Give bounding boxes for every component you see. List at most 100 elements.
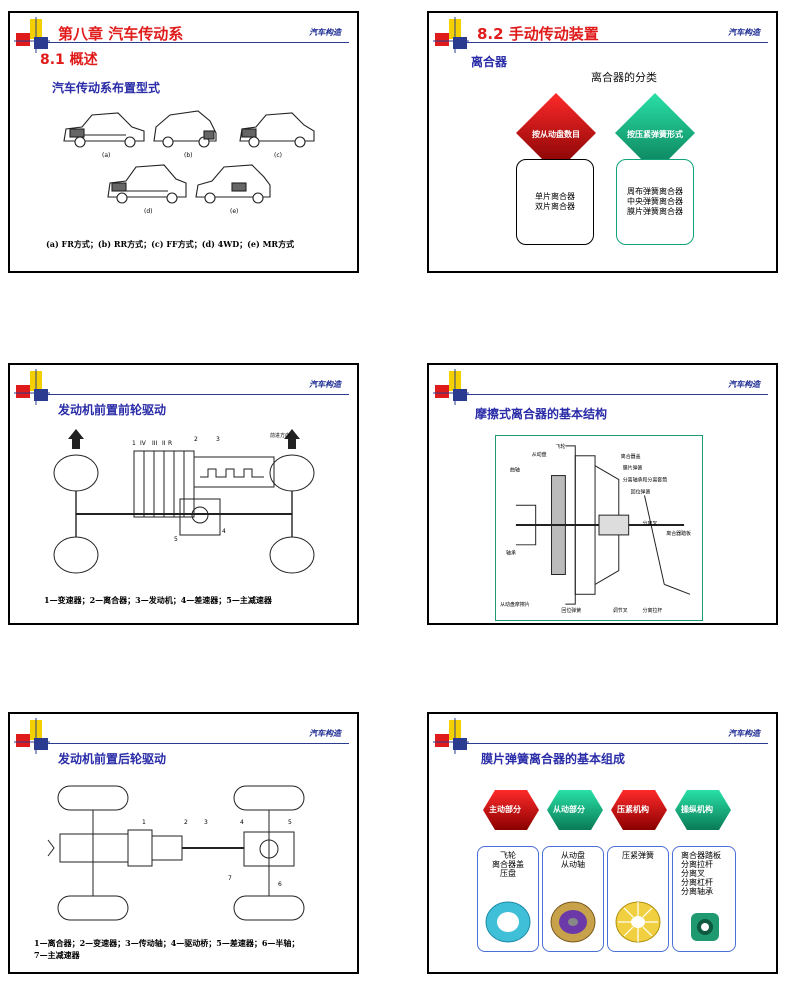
- diagram-label: 回位弹簧: [561, 607, 581, 614]
- right-item-2: 中央弹簧离合器: [627, 197, 683, 206]
- diagram-label: 前进方向: [270, 432, 290, 439]
- left-diamond: 按从动盘数目: [516, 93, 596, 173]
- diagram-label: IV: [140, 440, 147, 447]
- brand-label: 汽车构造: [728, 27, 760, 37]
- component-flow: [483, 790, 731, 830]
- header-line: [453, 42, 768, 43]
- slide-heading: 离合器: [471, 55, 508, 69]
- slide-5: 汽车构造 发动机前置后轮驱动 1 2 3 4 5 6 7 1—离合器；2—变速器…: [8, 712, 359, 974]
- slide-heading: 发动机前置前轮驱动: [58, 403, 167, 417]
- diagram-label: 分离拉杆: [643, 607, 663, 614]
- diagram-label: 从动盘摩擦片: [500, 601, 530, 608]
- car-layout-diagram: (a) (b) (c) (d) (e): [63, 110, 315, 215]
- slide-caption: 1—变速器；2—离合器；3—发动机；4—差速器；5—主减速器: [44, 595, 272, 605]
- left-category-box: 单片离合器 双片离合器: [516, 159, 594, 245]
- left-item-2: 双片离合器: [535, 202, 575, 211]
- brand-label: 汽车构造: [728, 728, 760, 738]
- diagram-label: 从动盘: [532, 451, 547, 458]
- slide-1: 汽车构造 第八章 汽车传动系 8.1 概述 汽车传动系布置型式: [8, 11, 359, 273]
- part-label-driven: 从动部分: [553, 805, 585, 814]
- slide-heading: 发动机前置后轮驱动: [58, 752, 167, 766]
- header-line: [34, 42, 349, 43]
- slide-4: 汽车构造 摩擦式离合器的基本结构 飞轮 从动盘 曲轴 离合器盖 膜片弹簧 分离轴…: [427, 363, 778, 625]
- card-item: 离合器盖: [492, 860, 524, 869]
- diagram-label: 调节叉: [613, 607, 628, 614]
- right-diamond-label: 按压紧弹簧形式: [627, 130, 683, 139]
- diagram-label: 膜片弹簧: [623, 465, 643, 472]
- part-label-control: 操纵机构: [681, 805, 713, 814]
- part-label-drive: 主动部分: [489, 805, 521, 814]
- diaphragm-spring-icon: [615, 901, 661, 943]
- slide-6: 汽车构造 膜片弹簧离合器的基本组成 主动部分 从动部分 压紧机构 操纵机构 飞轮…: [427, 712, 778, 974]
- diagram-label: 4: [240, 819, 244, 826]
- logo-icon: [14, 369, 50, 405]
- card-item: 压盘: [500, 869, 516, 878]
- card-item: 飞轮: [500, 851, 516, 860]
- diagram-label: 离合器盖: [621, 453, 641, 460]
- diagram-label: II: [162, 440, 166, 447]
- slide-heading: 摩擦式离合器的基本结构: [475, 407, 608, 421]
- right-category-box: 周布弹簧离合器 中央弹簧离合器 膜片弹簧离合器: [616, 159, 694, 245]
- logo-icon: [433, 369, 469, 405]
- part-card-pressure: 压紧弹簧: [607, 846, 669, 952]
- card-item: 分离叉: [681, 869, 705, 878]
- logo-icon: [14, 718, 50, 754]
- slide-caption-line-1: 1—离合器；2—变速器；3—传动轴；4—驱动桥；5—差速器；6—半轴；: [34, 938, 300, 948]
- card-item: 分离轴承: [681, 887, 713, 896]
- diagram-label: 4: [222, 528, 226, 535]
- left-item-1: 单片离合器: [535, 192, 575, 201]
- slide-2: 汽车构造 8.2 手动传动装置 离合器 离合器的分类 按从动盘数目 按压紧弹簧形…: [427, 11, 778, 273]
- section-title: 8.2 手动传动装置: [477, 25, 599, 43]
- part-card-control: 离合器踏板 分离拉杆 分离叉 分离杠杆 分离轴承: [672, 846, 736, 952]
- diagram-label: 2: [194, 436, 198, 443]
- slide-3: 汽车构造 发动机前置前轮驱动: [8, 363, 359, 625]
- section-title: 8.1 概述: [40, 52, 98, 68]
- card-item: 离合器踏板: [681, 851, 721, 860]
- fwd-drivetrain-diagram: 1 IV III II R 2 3 4 5 前进方向: [53, 429, 315, 574]
- clutch-structure-diagram: 飞轮 从动盘 曲轴 离合器盖 膜片弹簧 分离轴承和分离套筒 回位弹簧 分离叉 离…: [495, 435, 703, 621]
- diagram-label: 轴承: [506, 550, 516, 557]
- diagram-label: 曲轴: [510, 467, 520, 474]
- header-line: [34, 394, 349, 395]
- header-line: [34, 743, 349, 744]
- rwd-drivetrain-diagram: 1 2 3 4 5 6 7: [47, 785, 305, 921]
- diagram-label: 分离叉: [643, 520, 658, 527]
- right-item-3: 膜片弹簧离合器: [627, 207, 683, 216]
- logo-icon: [14, 17, 50, 53]
- slide-caption: (a) FR方式；(b) RR方式；(c) FF方式；(d) 4WD；(e) M…: [46, 239, 295, 249]
- label-d: (d): [144, 208, 153, 215]
- diagram-label: 1: [142, 819, 146, 826]
- brand-label: 汽车构造: [728, 379, 760, 389]
- flywheel-icon: [485, 901, 531, 943]
- card-item: 分离拉杆: [681, 860, 713, 869]
- slide-heading: 汽车传动系布置型式: [52, 81, 161, 95]
- part-label-pressure: 压紧机构: [617, 805, 649, 814]
- clutch-disc-icon: [550, 901, 596, 943]
- logo-icon: [433, 17, 469, 53]
- label-e: (e): [230, 208, 238, 215]
- label-a: (a): [102, 152, 110, 159]
- diagram-label: 1: [132, 440, 136, 447]
- brand-label: 汽车构造: [309, 27, 341, 37]
- diagram-label: 5: [288, 819, 292, 826]
- header-line: [453, 394, 768, 395]
- diagram-label: 离合器踏板: [666, 530, 691, 537]
- diagram-label: III: [152, 440, 158, 447]
- card-item: 压紧弹簧: [622, 851, 654, 860]
- diagram-label: 3: [204, 819, 208, 826]
- left-diamond-label: 按从动盘数目: [532, 130, 580, 139]
- slide-subheading: 离合器的分类: [591, 71, 657, 84]
- logo-icon: [433, 718, 469, 754]
- header-line: [453, 743, 768, 744]
- right-diamond: 按压紧弹簧形式: [615, 93, 695, 173]
- diagram-label: 6: [278, 881, 282, 888]
- chapter-title: 第八章 汽车传动系: [58, 25, 184, 43]
- brand-label: 汽车构造: [309, 379, 341, 389]
- right-item-1: 周布弹簧离合器: [627, 187, 683, 196]
- label-c: (c): [274, 152, 282, 159]
- diagram-label: 2: [184, 819, 188, 826]
- diagram-label: 5: [174, 536, 178, 543]
- card-item: 分离杠杆: [681, 878, 713, 887]
- slide-heading: 膜片弹簧离合器的基本组成: [481, 752, 626, 766]
- diagram-label: 3: [216, 436, 220, 443]
